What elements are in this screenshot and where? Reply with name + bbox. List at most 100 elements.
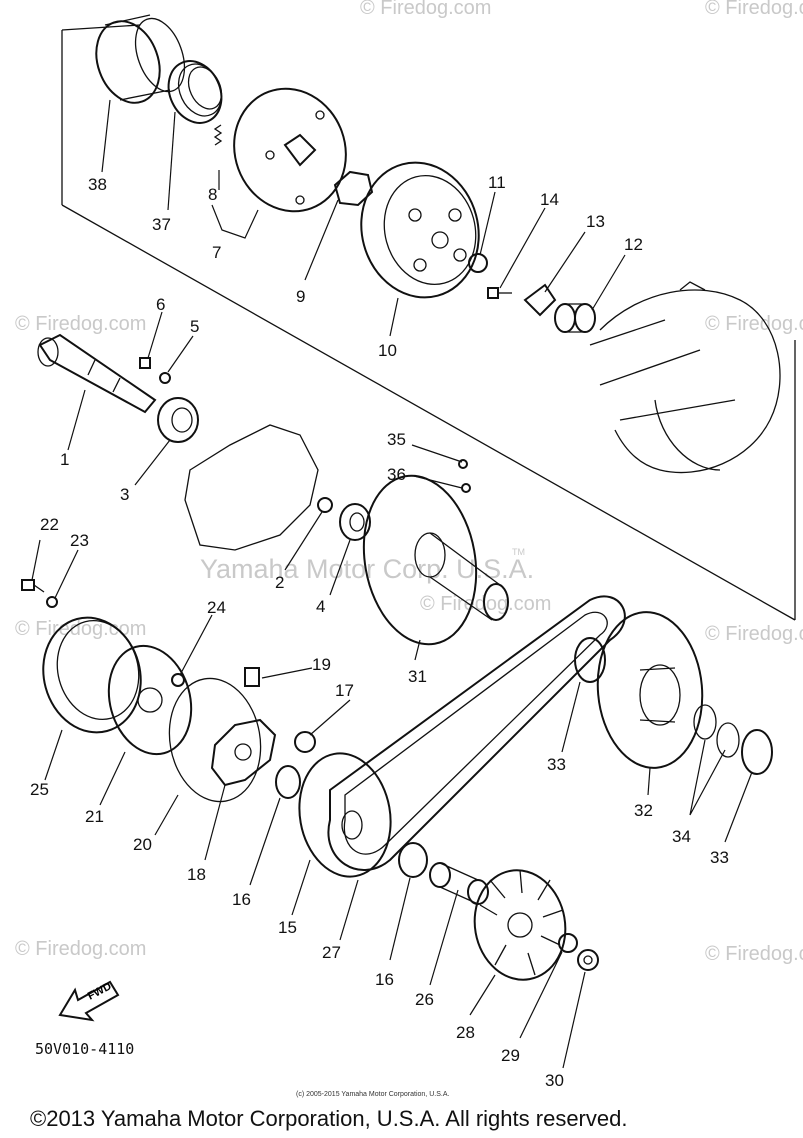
callout-9: 9 xyxy=(296,287,305,306)
part-7-clutch-carrier xyxy=(233,87,347,213)
part-8-spring xyxy=(213,124,223,146)
callout-16-lower: 16 xyxy=(375,970,394,989)
callout-15: 15 xyxy=(278,918,297,937)
watermark-right-2: © Firedog.com xyxy=(705,623,803,645)
callout-7: 7 xyxy=(212,243,221,262)
fwd-arrow-icon: FWD xyxy=(58,980,120,1022)
watermark-center: © Firedog.com xyxy=(420,593,551,615)
part-21-plate xyxy=(107,644,193,756)
callout-24: 24 xyxy=(207,598,226,617)
part-9-nut xyxy=(333,170,374,207)
callout-38: 38 xyxy=(88,175,107,194)
part-1-primary-shaft xyxy=(37,333,157,414)
callout-2: 2 xyxy=(275,573,284,592)
part-34-o-ring-a xyxy=(693,704,717,740)
part-34-o-ring-b xyxy=(716,722,740,758)
part-15-movable-sheave xyxy=(298,752,392,878)
part-5-washer xyxy=(159,372,171,384)
callout-32: 32 xyxy=(634,801,653,820)
callout-6: 6 xyxy=(156,295,165,314)
callout-31: 31 xyxy=(408,667,427,686)
callout-28: 28 xyxy=(456,1023,475,1042)
callout-26: 26 xyxy=(415,990,434,1009)
part-37-spring xyxy=(167,60,223,124)
callout-33-upper: 33 xyxy=(547,755,566,774)
part-4-seal xyxy=(339,503,371,541)
part-23-washer xyxy=(46,596,58,608)
part-28-cooling-fan xyxy=(473,869,567,981)
callout-18: 18 xyxy=(187,865,206,884)
callout-10: 10 xyxy=(378,341,397,360)
watermark-right-1: © Firedog.com xyxy=(705,313,803,335)
watermark-left-1: © Firedog.com xyxy=(15,313,146,335)
callout-14: 14 xyxy=(540,190,559,209)
part-29-washer xyxy=(558,933,578,953)
callout-21: 21 xyxy=(85,807,104,826)
part-22-bolt xyxy=(21,579,45,593)
callout-13: 13 xyxy=(586,212,605,231)
part-18-weight-cam xyxy=(210,718,277,787)
part-13-bracket xyxy=(523,283,557,317)
part-10-clutch-drum xyxy=(360,161,480,299)
callout-20: 20 xyxy=(133,835,152,854)
callout-3: 3 xyxy=(120,485,129,504)
part-31-primary-sheave xyxy=(362,474,509,646)
callout-1: 1 xyxy=(60,450,69,469)
part-38-clutch-outer-ring xyxy=(95,14,186,104)
callout-33-lower: 33 xyxy=(710,848,729,867)
callout-35: 35 xyxy=(387,430,406,449)
part-16-collar-lower xyxy=(398,842,428,878)
callout-22: 22 xyxy=(40,515,59,534)
watermark-left-3: © Firedog.com xyxy=(15,938,146,960)
part-19-slider xyxy=(244,667,260,687)
callout-37: 37 xyxy=(152,215,171,234)
callout-30: 30 xyxy=(545,1071,564,1090)
watermark-top-right: © Firedog.com xyxy=(705,0,803,19)
part-33-seal-upper xyxy=(574,637,606,683)
diagram-code: 50V010-4110 xyxy=(35,1040,134,1058)
part-14-bolt xyxy=(487,287,512,299)
watermark-tm: TM xyxy=(512,547,525,557)
part-11-nut xyxy=(468,253,488,273)
callout-29: 29 xyxy=(501,1046,520,1065)
part-33-seal-lower xyxy=(741,729,773,775)
callout-5: 5 xyxy=(190,317,199,336)
part-27-v-belt xyxy=(327,595,626,871)
small-copyright: (c) 2005-2015 Yamaha Motor Corporation, … xyxy=(296,1091,449,1098)
part-26-spacer xyxy=(429,862,489,905)
footer-copyright: ©2013 Yamaha Motor Corporation, U.S.A. A… xyxy=(30,1106,627,1131)
watermark-right-3: © Firedog.com xyxy=(705,943,803,965)
part-6-bolt xyxy=(139,357,151,369)
callout-16-upper: 16 xyxy=(232,890,251,909)
part-12-bushing xyxy=(554,303,596,333)
callout-23: 23 xyxy=(70,531,89,550)
part-25-cover xyxy=(42,616,142,734)
callout-4: 4 xyxy=(316,597,325,616)
part-17-roller xyxy=(294,731,316,753)
callout-8: 8 xyxy=(208,185,217,204)
part-32-secondary-sheave xyxy=(596,611,704,769)
watermark-left-2: © Firedog.com xyxy=(15,618,146,640)
part-20-o-ring xyxy=(168,677,262,803)
watermark-layer: © Firedog.com © Firedog.com © Firedog.co… xyxy=(15,0,803,965)
part-36-washer xyxy=(461,483,471,493)
part-30-nut xyxy=(577,949,599,971)
callout-labels: 38 37 8 7 9 10 11 14 13 12 6 5 1 3 2 4 3… xyxy=(30,173,729,1090)
callout-11: 11 xyxy=(488,173,506,192)
watermark-top-center: © Firedog.com xyxy=(360,0,491,19)
callout-19: 19 xyxy=(312,655,331,674)
callout-27: 27 xyxy=(322,943,341,962)
callout-36: 36 xyxy=(387,465,406,484)
callout-25: 25 xyxy=(30,780,49,799)
part-3-bearing xyxy=(157,397,199,443)
transmission-case xyxy=(184,424,319,551)
assembly-frame xyxy=(61,24,796,621)
callout-34: 34 xyxy=(672,827,691,846)
part-16-bearing-upper xyxy=(275,765,301,799)
leader-lines xyxy=(31,99,753,1069)
crankcase-cover xyxy=(589,281,781,474)
callout-12: 12 xyxy=(624,235,643,254)
part-35-screw xyxy=(458,459,468,469)
part-2-circlip xyxy=(317,497,333,513)
